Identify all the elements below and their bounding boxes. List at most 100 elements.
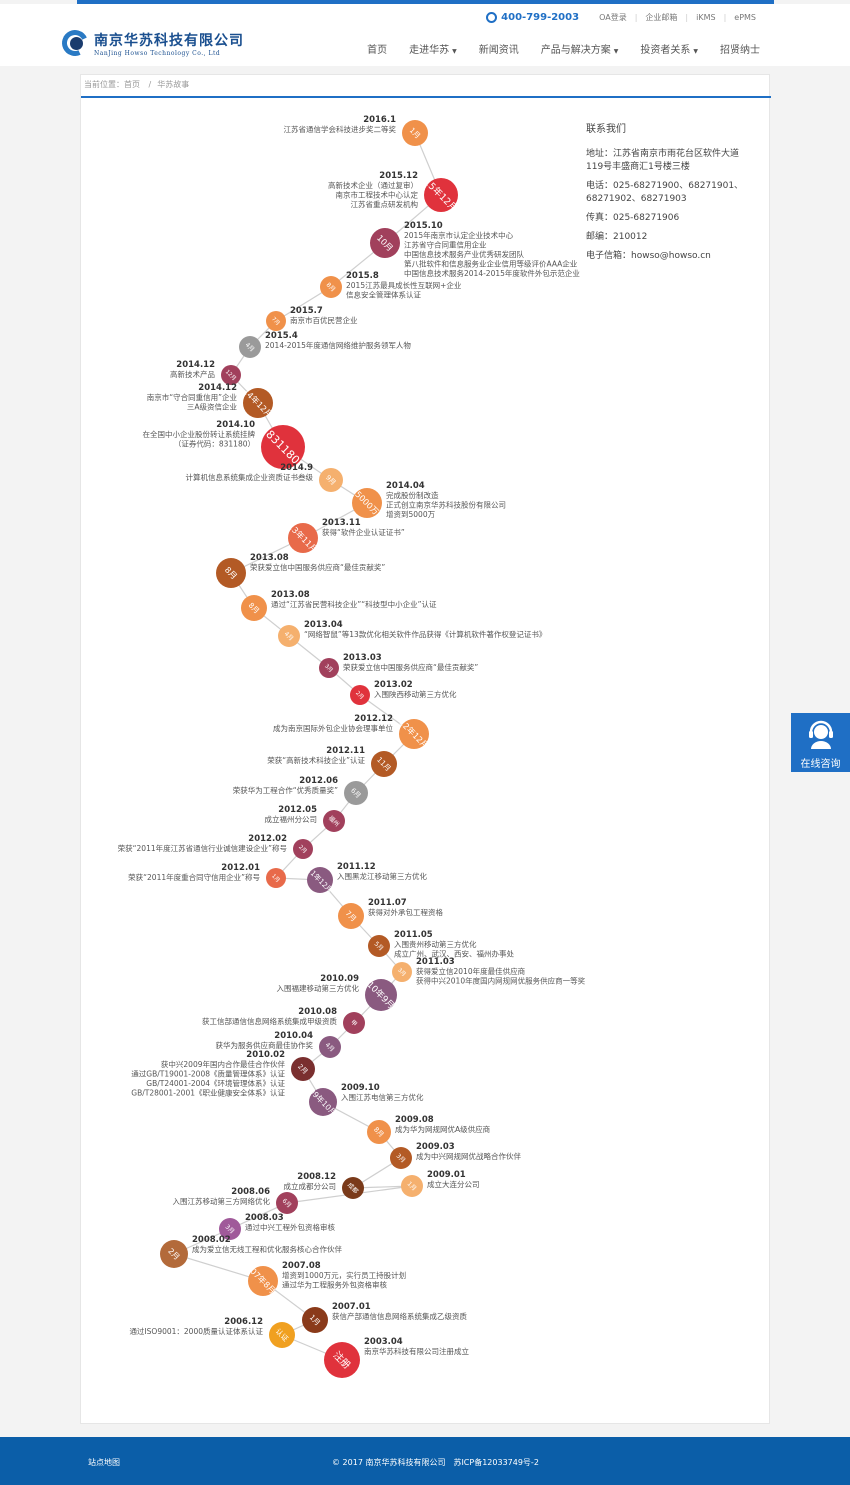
timeline-description: 通过GB/T19001-2008《质量管理体系》认证	[131, 1069, 285, 1079]
timeline-description: 入围贵州移动第三方优化	[394, 939, 477, 949]
timeline-date: 2007.01	[332, 1302, 371, 1312]
sitemap-link[interactable]: 站点地图	[88, 1458, 120, 1467]
timeline-badge: 3月	[323, 663, 334, 674]
timeline-node	[323, 810, 345, 832]
timeline-node	[216, 558, 246, 588]
timeline-date: 2007.08	[282, 1261, 321, 1271]
timeline-event: 2月2010.02获中兴2009年国内合作最佳合作伙伴通过GB/T19001-2…	[131, 1050, 315, 1098]
timeline-description: 入围黑龙江移动第三方优化	[337, 871, 427, 881]
contact-email[interactable]: 电子信箱：howso@howso.cn	[586, 251, 711, 261]
timeline-badge: 4月	[244, 341, 256, 353]
timeline-description: 荣获爱立信中国服务供应商“最佳贡献奖”	[343, 662, 478, 672]
timeline-description: 江苏省重点研发机构	[351, 199, 419, 209]
nav-products[interactable]: 产品与解决方案▼	[540, 45, 619, 56]
timeline-description: 南京华苏科技有限公司注册成立	[364, 1346, 469, 1356]
timeline-date: 2015.8	[346, 271, 379, 281]
timeline-node	[338, 903, 364, 929]
timeline-description: 获中兴2009年国内合作最佳合作伙伴	[161, 1059, 286, 1069]
timeline-description: 三A级资信企业	[187, 402, 238, 412]
timeline-date: 2009.03	[416, 1142, 455, 1152]
contact-phone: 电话：025-68271900、68271901、68271902、682719…	[586, 181, 744, 204]
timeline-date: 2016.1	[363, 115, 396, 125]
timeline-node	[342, 1177, 364, 1199]
timeline-badge: 3月	[224, 1223, 236, 1235]
timeline-date: 2010.09	[320, 974, 359, 984]
timeline-description: 通过中兴工程外包资格审核	[245, 1222, 335, 1232]
caret-down-icon: ▼	[452, 48, 457, 55]
timeline-description: 荣获爱立信中国服务供应商“最佳贡献奖”	[250, 562, 385, 572]
timeline-description: 通过ISO9001：2000质量认证体系认证	[129, 1326, 263, 1336]
oa-login-link[interactable]: OA登录	[599, 13, 627, 22]
breadcrumb-divider	[81, 96, 771, 98]
nav-news[interactable]: 新闻资讯	[478, 45, 519, 56]
company-mail-link[interactable]: 企业邮箱	[645, 13, 678, 22]
nav-home[interactable]: 首页	[367, 45, 388, 56]
timeline-date: 2010.02	[246, 1050, 285, 1060]
timeline-date: 2008.02	[192, 1235, 231, 1245]
timeline-description: 2014-2015年度通信网络维护服务领军人物	[265, 340, 411, 350]
timeline-badge: 5月	[373, 940, 385, 952]
timeline-description: 入围江苏移动第三方网络优化	[173, 1196, 271, 1206]
timeline-description: 成为华为网规网优A级供应商	[395, 1124, 491, 1134]
timeline-date: 2014.9	[280, 463, 313, 473]
timeline-date: 2012.05	[278, 805, 317, 815]
timeline-description: 高新技术企业（通过复审）	[328, 180, 418, 190]
breadcrumb-home[interactable]: 首页	[124, 80, 140, 89]
timeline-description: 成立成都分公司	[284, 1181, 337, 1191]
timeline-date: 2011.05	[394, 930, 433, 940]
timeline-node	[402, 120, 428, 146]
timeline-description: 中国信息技术服务2014-2015年度软件外包示范企业	[404, 268, 580, 278]
timeline-description: 2015江苏最具成长性互联网+企业	[346, 280, 462, 290]
timeline-date: 2011.12	[337, 862, 376, 872]
nav-about[interactable]: 走进华苏▼	[409, 45, 457, 56]
timeline-description: 荣获华为工程合作“优秀质量奖”	[233, 785, 338, 795]
timeline-description: 在全国中小企业股份转让系统挂牌	[143, 429, 256, 439]
timeline-node	[276, 1192, 298, 1214]
timeline-description: 入围福建移动第三方优化	[277, 983, 360, 993]
timeline-date: 2012.06	[299, 776, 338, 786]
timeline-description: 成立大连分公司	[427, 1179, 480, 1189]
timeline-node	[367, 1120, 391, 1144]
timeline-node	[365, 979, 397, 1011]
timeline-description: 计算机信息系统集成企业资质证书叁级	[186, 472, 314, 482]
timeline-node	[343, 1012, 365, 1034]
timeline-node	[160, 1240, 188, 1268]
nav-investors[interactable]: 投资者关系▼	[640, 45, 698, 56]
timeline-date: 2014.12	[176, 360, 215, 370]
timeline-description: 荣获“2011年度江苏省通信行业诚信建设企业”称号	[118, 843, 287, 853]
nav-careers[interactable]: 招贤纳士	[720, 45, 760, 56]
breadcrumb: 当前位置：首页 /华苏故事	[84, 80, 190, 89]
timeline-badge: 1月	[270, 873, 281, 884]
timeline-badge: 4月	[283, 630, 295, 642]
headset-icon	[808, 720, 833, 749]
timeline-date: 2011.03	[416, 957, 455, 967]
caret-down-icon: ▼	[613, 48, 619, 55]
timeline-node	[302, 1307, 328, 1333]
timeline-node	[241, 595, 267, 621]
company-logo[interactable]: 南京华苏科技有限公司 NanJing Howso Technology Co.,…	[58, 26, 244, 60]
timeline-node	[368, 935, 390, 957]
epms-link[interactable]: ePMS	[734, 13, 756, 22]
site-header: 400-799-2003 OA登录| 企业邮箱| iKMS| ePMS 南京华苏…	[0, 4, 850, 66]
online-consult-button[interactable]: 在线咨询	[791, 713, 850, 772]
ikms-link[interactable]: iKMS	[696, 13, 716, 22]
timeline-node	[320, 276, 342, 298]
timeline-description: 信息安全管理体系认证	[346, 290, 421, 300]
timeline-description: 完成股份制改造	[386, 490, 439, 500]
timeline-date: 2015.7	[290, 306, 323, 316]
